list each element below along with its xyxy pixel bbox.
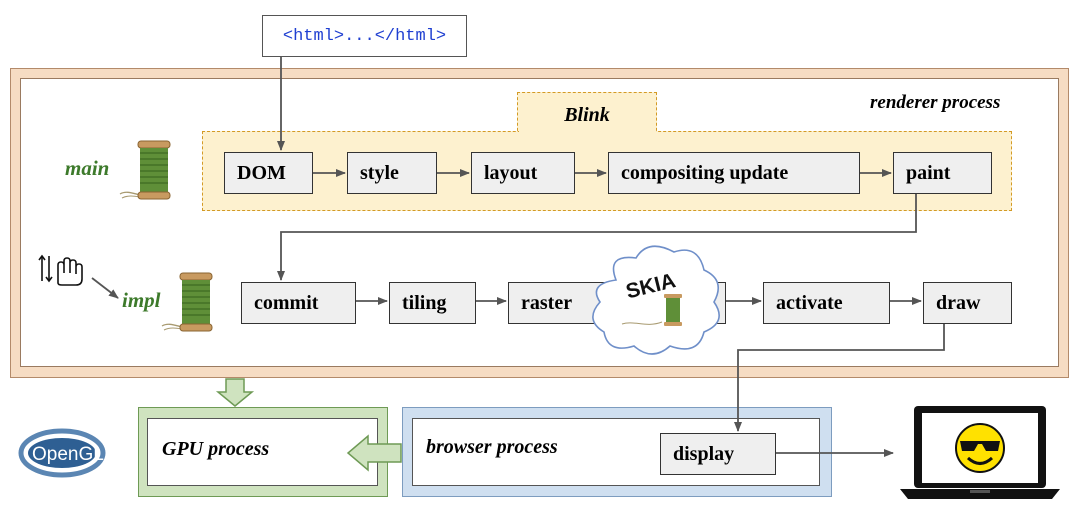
stage-compositing-update-label: compositing update [621,161,789,184]
main-thread-label: main [65,156,110,180]
arrow-draw-to-display [734,324,945,432]
opengl-logo-text: OpenGL [32,444,104,465]
stage-display: display [660,433,776,475]
scroll-touch-icon [38,254,83,286]
stage-dom-label: DOM [237,161,286,184]
stage-tiling-label: tiling [402,291,447,314]
stage-activate: activate [763,282,890,324]
html-source-box: <html>...</html> [262,15,467,57]
stage-paint-label: paint [906,161,951,184]
block-arrow-renderer-to-gpu [215,378,255,407]
stage-compositing-update: compositing update [608,152,860,194]
gpu-process-label: GPU process [162,438,270,460]
stage-commit: commit [241,282,356,324]
thread-spool-icon [161,272,213,332]
stage-commit-label: commit [254,291,319,314]
browser-process-label: browser process [426,436,558,458]
stage-draw: draw [923,282,1012,324]
opengl-logo-icon: OpenGL [18,428,106,478]
stage-paint: paint [893,152,992,194]
stage-style: style [347,152,437,194]
gpu-process-box [147,418,378,486]
stage-display-label: display [673,442,735,465]
stage-activate-label: activate [776,291,843,314]
arrow-touch-to-impl [91,277,119,299]
skia-cloud-icon: SKIA [592,245,720,355]
stage-layout: layout [471,152,575,194]
arrow-paint-to-commit [277,194,917,281]
block-arrow-browser-to-gpu [346,434,402,472]
impl-thread-label: impl [122,288,161,312]
thread-spool-icon [119,140,171,200]
blink-tab-join [518,128,656,134]
stage-layout-label: layout [484,161,538,184]
stage-raster-label: raster [521,291,573,314]
stage-style-label: style [360,161,399,184]
renderer-process-label: renderer process [870,92,1001,113]
stage-draw-label: draw [936,291,981,314]
laptop-icon [900,406,1060,499]
stage-tiling: tiling [389,282,476,324]
html-source-text: <html>...</html> [282,26,447,46]
sunglasses-smiley-icon [955,423,1005,473]
blink-label: Blink [564,104,610,126]
stage-dom: DOM [224,152,313,194]
